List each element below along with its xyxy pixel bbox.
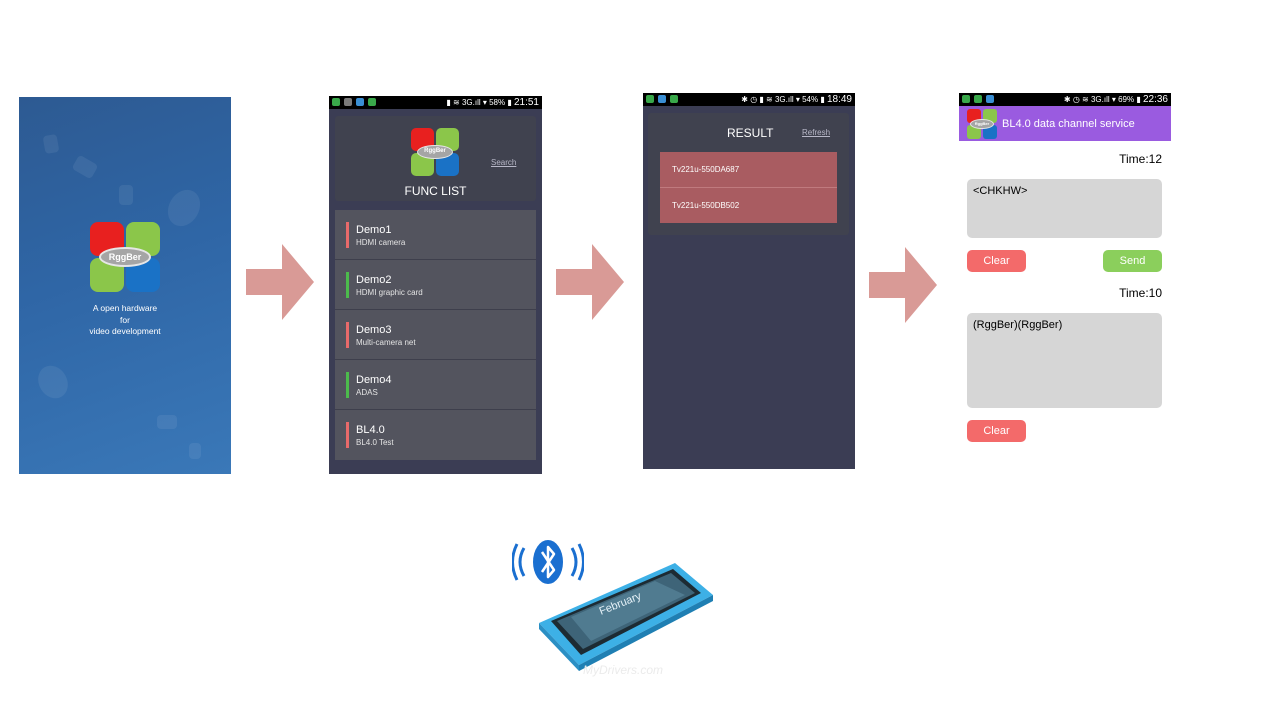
item-title: Demo1 bbox=[356, 224, 392, 236]
cloud-icon bbox=[658, 95, 666, 103]
list-item-bl40[interactable]: BL4.0 BL4.0 Test bbox=[335, 410, 536, 460]
list-item-demo3[interactable]: Demo3 Multi-camera net bbox=[335, 310, 536, 360]
background-pattern bbox=[42, 133, 60, 155]
result-screen: ✱ ◷ ▮ ≋ 3G.ıll ▾ 54% ▮ 18:49 RESULT Refr… bbox=[643, 93, 855, 469]
background-pattern bbox=[71, 154, 99, 180]
status-right: ▮ ≋ 3G.ıll ▾ 58% ▮ 21:51 bbox=[446, 97, 539, 108]
func-list-screen: ▮ ≋ 3G.ıll ▾ 58% ▮ 21:51 RggBer Search F… bbox=[329, 96, 542, 474]
image-icon bbox=[344, 98, 352, 106]
tagline-line-1: A open hardware bbox=[92, 303, 158, 313]
list-item-demo1[interactable]: Demo1 HDMI camera bbox=[335, 210, 536, 260]
status-bar: ✱ ◷ ≋ 3G.ıll ▾ 69% ▮ 22:36 bbox=[959, 93, 1171, 106]
item-subtitle: ADAS bbox=[356, 388, 378, 397]
battery-percent: 58% bbox=[489, 98, 506, 107]
arrow-right-icon bbox=[869, 247, 937, 323]
background-pattern bbox=[32, 360, 74, 404]
splash-screen: RggBer A open hardware for video develop… bbox=[19, 97, 231, 474]
shield-icon bbox=[646, 95, 654, 103]
status-bar: ✱ ◷ ▮ ≋ 3G.ıll ▾ 54% ▮ 18:49 bbox=[643, 93, 855, 106]
background-pattern bbox=[157, 415, 177, 429]
arrow-right-icon bbox=[556, 244, 624, 320]
clear-button[interactable]: Clear bbox=[967, 250, 1026, 272]
arrow-right-icon bbox=[246, 244, 314, 320]
shield-icon bbox=[670, 95, 678, 103]
search-link[interactable]: Search bbox=[491, 158, 517, 167]
shield-icon bbox=[332, 98, 340, 106]
page-title: RESULT bbox=[727, 126, 774, 140]
watermark: MyDrivers.com bbox=[583, 663, 663, 677]
bluetooth-icon bbox=[512, 540, 584, 584]
logo-text: RggBer bbox=[99, 247, 151, 267]
list-item-demo2[interactable]: Demo2 HDMI graphic card bbox=[335, 260, 536, 310]
background-pattern bbox=[189, 443, 201, 459]
accent-bar bbox=[346, 422, 349, 448]
item-subtitle: HDMI camera bbox=[356, 238, 406, 247]
cloud-icon bbox=[356, 98, 364, 106]
receive-output: (RggBer)(RggBer) bbox=[967, 313, 1162, 408]
item-title: Demo2 bbox=[356, 274, 392, 286]
battery-percent: 54% bbox=[802, 95, 819, 104]
accent-bar bbox=[346, 372, 349, 398]
status-right: ✱ ◷ ▮ ≋ 3G.ıll ▾ 54% ▮ 18:49 bbox=[741, 94, 852, 105]
list-item-demo4[interactable]: Demo4 ADAS bbox=[335, 360, 536, 410]
page-title: FUNC LIST bbox=[404, 184, 467, 198]
bl40-screen: ✱ ◷ ≋ 3G.ıll ▾ 69% ▮ 22:36 RggBer BL4.0 … bbox=[959, 93, 1171, 453]
item-title: Demo3 bbox=[356, 324, 392, 336]
background-pattern bbox=[119, 185, 133, 205]
receive-time: Time:10 bbox=[1119, 286, 1162, 300]
tagline: A open hardware for video development bbox=[19, 303, 231, 338]
shield-icon bbox=[368, 98, 376, 106]
app-logo: RggBer bbox=[90, 222, 160, 292]
status-time: 21:51 bbox=[513, 97, 539, 108]
shield-icon bbox=[974, 95, 982, 103]
device-row[interactable]: Tv221u-550DA687 bbox=[660, 152, 837, 188]
smartphone-image: February MyDrivers.com bbox=[539, 563, 713, 677]
send-button[interactable]: Send bbox=[1103, 250, 1162, 272]
header-title: BL4.0 data channel service bbox=[1002, 118, 1135, 130]
status-right: ✱ ◷ ≋ 3G.ıll ▾ 69% ▮ 22:36 bbox=[1063, 94, 1168, 105]
func-list: Demo1 HDMI camera Demo2 HDMI graphic car… bbox=[335, 210, 536, 460]
app-header: RggBer BL4.0 data channel service bbox=[959, 106, 1171, 141]
cloud-icon bbox=[986, 95, 994, 103]
tagline-line-2: for bbox=[120, 314, 130, 325]
item-title: Demo4 bbox=[356, 374, 392, 386]
item-subtitle: BL4.0 Test bbox=[356, 438, 394, 447]
shield-icon bbox=[962, 95, 970, 103]
clear-receive-button[interactable]: Clear bbox=[967, 420, 1026, 442]
item-title: BL4.0 bbox=[356, 424, 385, 436]
item-subtitle: Multi-camera net bbox=[356, 338, 416, 347]
app-logo: RggBer bbox=[967, 109, 997, 139]
status-time: 22:36 bbox=[1142, 94, 1168, 105]
device-row[interactable]: Tv221u-550DB502 bbox=[660, 188, 837, 223]
tagline-line-3: video development bbox=[89, 326, 161, 336]
status-bar: ▮ ≋ 3G.ıll ▾ 58% ▮ 21:51 bbox=[329, 96, 542, 109]
logo-text: RggBer bbox=[970, 119, 994, 129]
background-pattern bbox=[161, 184, 207, 232]
logo-text: RggBer bbox=[417, 145, 453, 159]
send-time: Time:12 bbox=[1119, 152, 1162, 166]
app-logo: RggBer bbox=[411, 128, 459, 176]
send-input[interactable]: <CHKHW> bbox=[967, 179, 1162, 238]
accent-bar bbox=[346, 222, 349, 248]
battery-percent: 69% bbox=[1118, 95, 1135, 104]
refresh-link[interactable]: Refresh bbox=[802, 128, 831, 137]
accent-bar bbox=[346, 322, 349, 348]
item-subtitle: HDMI graphic card bbox=[356, 288, 423, 297]
status-time: 18:49 bbox=[826, 94, 852, 105]
accent-bar bbox=[346, 272, 349, 298]
